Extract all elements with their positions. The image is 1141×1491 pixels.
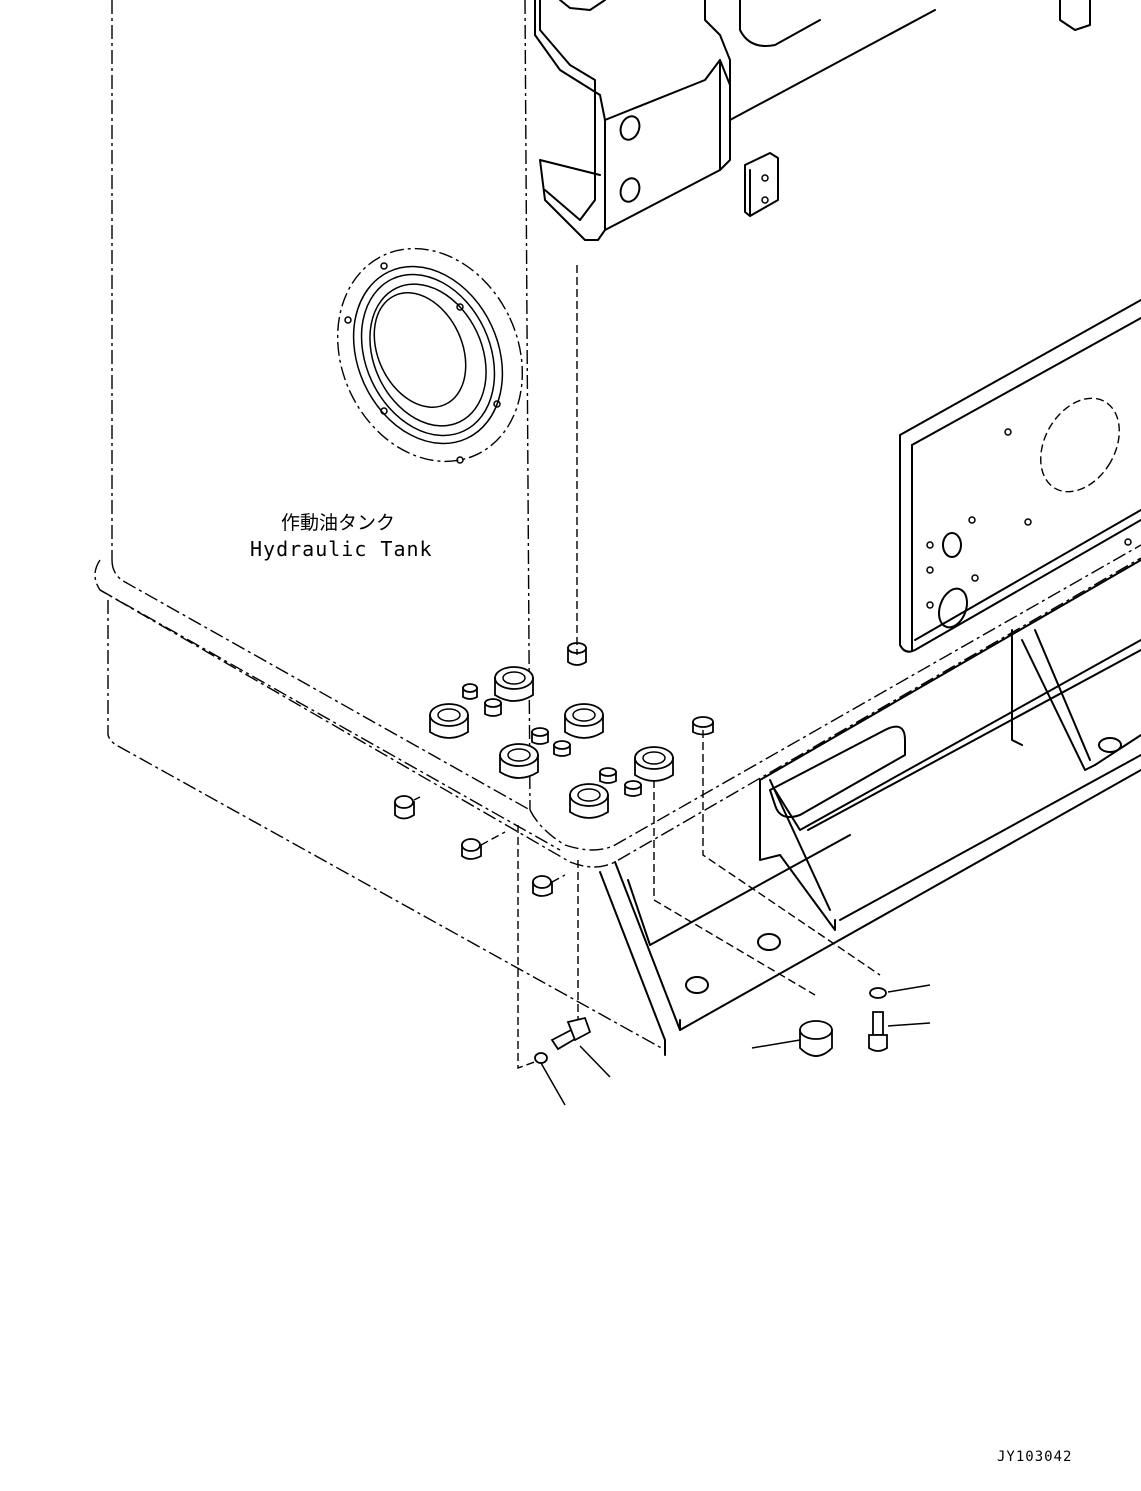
- drawing-code: JY103042: [997, 1449, 1072, 1465]
- tank-label-en: Hydraulic Tank: [250, 537, 433, 561]
- spacer-icon: [394, 642, 714, 897]
- assembly-lines: [413, 265, 881, 1069]
- bolt-icon: [534, 987, 888, 1064]
- tank-label-jp: 作動油タンク: [281, 512, 395, 534]
- leader-lines: [540, 984, 931, 1106]
- plug-icon: [799, 1020, 833, 1057]
- frame-outline: [599, 559, 1141, 1056]
- hydraulic-tank-outline: [94, 0, 1141, 1051]
- upper-bracket: [534, 0, 1091, 241]
- mounting-plate: [899, 299, 1141, 653]
